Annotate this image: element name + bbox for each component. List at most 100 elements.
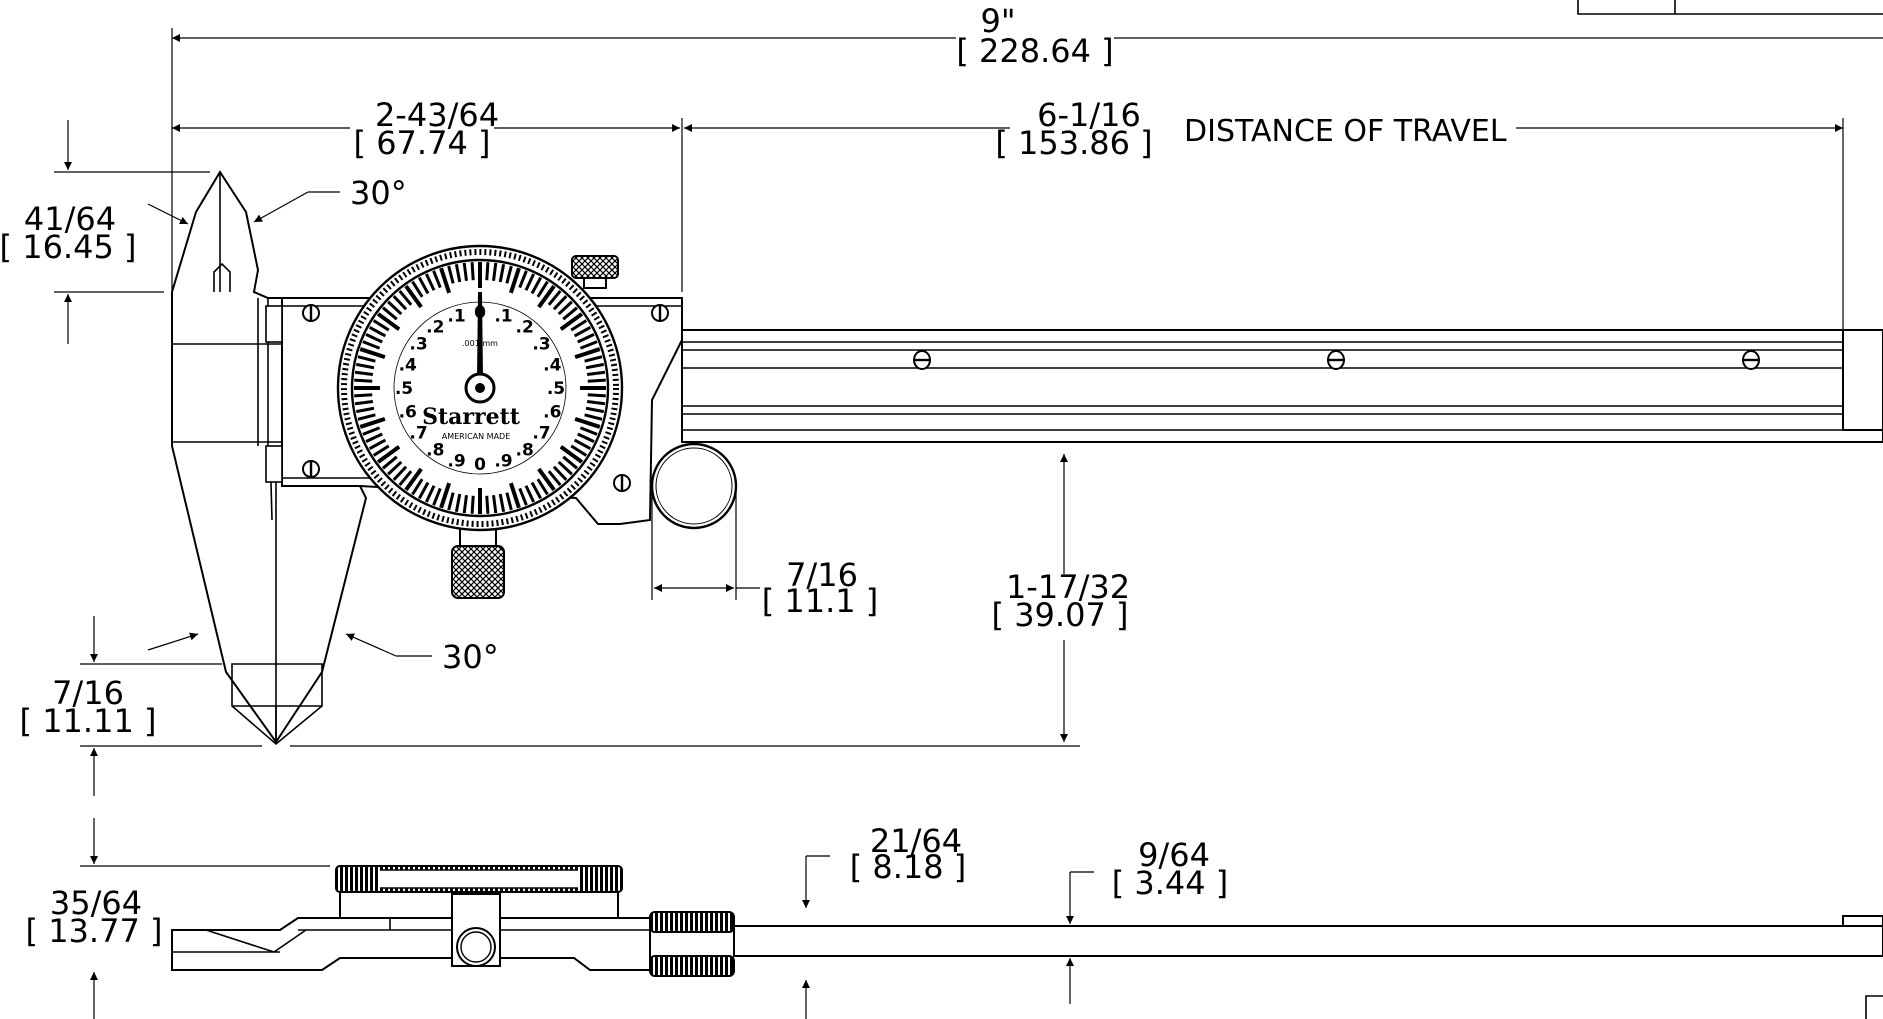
travel-label: DISTANCE OF TRAVEL: [1184, 114, 1507, 149]
dial-tick: [505, 265, 513, 284]
dial-tick: [381, 306, 398, 321]
dial-lock-screw: [571, 255, 619, 289]
beam-screw-1: [913, 350, 931, 370]
dial-tick: [584, 355, 603, 363]
slider-screw-bottom-left: [302, 460, 320, 478]
dial-tick: [552, 465, 568, 481]
dial-tick: [404, 467, 423, 492]
dial-tick: [354, 378, 373, 383]
dial-tick: [387, 300, 403, 316]
frame-corner-top: [1577, 0, 1883, 15]
dial-tick: [447, 265, 455, 284]
dial-tick: [536, 478, 549, 496]
bottom-angle-label: 30°: [442, 638, 499, 676]
dial-tick: [398, 289, 413, 306]
dial-tick: [547, 289, 562, 306]
roller-mm: [ 11.1 ]: [762, 582, 879, 620]
dial-tick: [485, 262, 490, 281]
dial-tick: [470, 262, 475, 281]
dial-tick: [357, 355, 376, 363]
side-roller-bottom: [649, 955, 735, 977]
depth-frac: 1-17/32: [1006, 568, 1130, 606]
depth-mm: [ 39.07 ]: [992, 596, 1129, 634]
dial-tick: [362, 426, 381, 436]
dial-tick: [411, 478, 424, 496]
dial-number: .3: [409, 334, 427, 354]
dial-needle: [477, 292, 483, 378]
dial-tick: [447, 492, 455, 511]
dial-tick: [417, 276, 430, 295]
dial-indicator: 0.1.2.3.4.5.6.7.8.90.9.8.7.6.5.4.3.2.1 .…: [336, 244, 624, 532]
dial-tick: [498, 263, 506, 283]
fixed-jaw: [171, 170, 368, 746]
dial-tick: [368, 438, 387, 451]
dial-number: .2: [516, 318, 534, 338]
dial-tick: [537, 467, 556, 492]
dial-tick: [439, 267, 452, 294]
front-dimensions: 9" [ 228.64 ] 2-43/64 [ 67.74 ] 6-1/16 […: [0, 2, 1883, 796]
dial-tick: [359, 347, 386, 360]
dial-number: .6: [543, 402, 561, 422]
dial-tick: [454, 263, 462, 283]
overall-length-frac: 9": [980, 2, 1015, 40]
dial-tick: [354, 370, 374, 376]
dial-tick: [411, 280, 424, 298]
overall-length-mm: [ 228.64 ]: [956, 32, 1113, 70]
dial-tick: [368, 325, 387, 338]
dial-number: .9: [494, 451, 512, 471]
dial-tick: [562, 306, 579, 321]
dial-number: .2: [426, 318, 444, 338]
side-thickness-frac: 35/64: [50, 884, 142, 922]
jaw-width-mm: [ 16.45 ]: [0, 228, 136, 266]
dial-tick: [562, 455, 579, 470]
caliper-beam: [681, 329, 1883, 443]
dial-tick: [559, 312, 584, 331]
dial-numbers: 0.1.2.3.4.5.6.7.8.90.9.8.7.6.5.4.3.2.1: [395, 303, 565, 475]
dial-tick: [577, 432, 595, 444]
dial-tick: [587, 393, 606, 398]
dial-tick: [362, 340, 381, 350]
dial-stem: [451, 527, 505, 599]
caliper-side-view: [171, 865, 1883, 1019]
dial-tick: [439, 482, 452, 509]
dial-tick: [574, 416, 601, 429]
dial-number: .5: [547, 379, 565, 399]
dial-number: .8: [516, 440, 534, 460]
dial-tick: [579, 340, 598, 350]
dial-number: 0: [474, 455, 486, 475]
jaw-width-frac: 41/64: [24, 200, 116, 238]
dial-tick: [508, 267, 521, 294]
dial-tick: [570, 444, 588, 457]
thumb-roller: [650, 442, 738, 530]
dial-tick: [381, 455, 398, 470]
slider-screw-top-left: [302, 304, 320, 322]
dial-number: .3: [532, 334, 550, 354]
dial-number: .6: [399, 402, 417, 422]
top-angle-label: 30°: [350, 174, 407, 212]
side-beam: [733, 925, 1883, 957]
dial-tick: [557, 300, 573, 316]
dial-tick: [404, 284, 423, 309]
caliper-front-view: 0.1.2.3.4.5.6.7.8.90.9.8.7.6.5.4.3.2.1 .…: [171, 0, 1883, 746]
travel-frac: 6-1/16: [1037, 96, 1141, 134]
dial-number: .9: [447, 451, 465, 471]
dial-tick: [498, 493, 506, 513]
dial-tick: [577, 332, 595, 344]
dial-tick: [505, 492, 513, 511]
dial-tick: [462, 494, 468, 514]
dial-tick: [398, 470, 413, 487]
slider-screw-bottom-right: [613, 474, 631, 492]
dial-tick: [376, 312, 401, 331]
jaw-to-dial-mm: [ 67.74 ]: [354, 124, 491, 162]
dial-tick: [365, 432, 383, 444]
dial-tick: [573, 325, 592, 338]
dial-brand: Starrett: [422, 404, 521, 430]
dial-tick: [579, 426, 598, 436]
dial-tick: [424, 485, 436, 503]
dial-tick: [485, 495, 490, 514]
dial-tick: [365, 332, 383, 344]
dial-tick: [570, 319, 588, 332]
dial-tick: [586, 400, 606, 406]
dial-number: .4: [543, 356, 561, 376]
dial-tick: [387, 460, 403, 476]
